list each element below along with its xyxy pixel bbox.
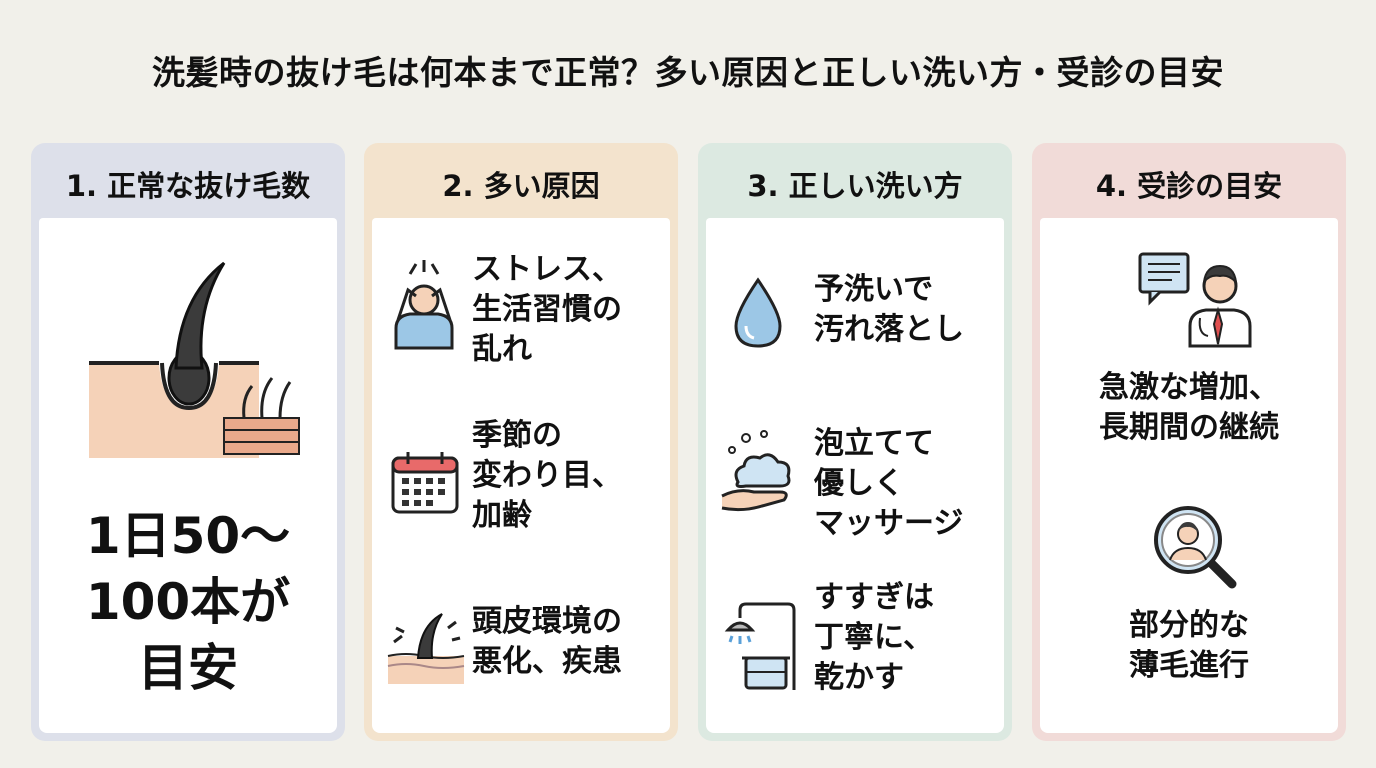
card-washing: 3. 正しい洗い方 予洗いで 汚れ落とし 泡立てて 優しく マッサージ xyxy=(698,143,1012,741)
card-body: ストレス、 生活習慣の 乱れ 季節の 変わり目、 加齢 xyxy=(372,218,670,733)
water-drop-icon xyxy=(734,277,782,348)
card-heading: 1. 正常な抜け毛数 xyxy=(65,169,311,203)
card-causes: 2. 多い原因 ストレス、 生活習慣の 乱れ 季 xyxy=(364,143,678,741)
text-line: 丁寧に、 xyxy=(814,620,934,655)
text-line: 優しく xyxy=(814,466,904,501)
card-heading: 2. 多い原因 xyxy=(442,169,600,203)
cause-season-text: 季節の 変わり目、 加齢 xyxy=(472,416,622,536)
text-line: ストレス、 xyxy=(472,252,622,287)
card-body: 1日50～ 100本が 目安 xyxy=(39,218,337,733)
cause-scalp-text: 頭皮環境の 悪化、疾患 xyxy=(472,602,622,682)
big-line: 100本が xyxy=(85,573,291,631)
magnifier-person-icon xyxy=(1154,506,1237,589)
card-heading: 3. 正しい洗い方 xyxy=(747,169,963,203)
card-body: 予洗いで 汚れ落とし 泡立てて 優しく マッサージ す xyxy=(706,218,1004,733)
text-line: 変わり目、 xyxy=(472,458,622,493)
stressed-person-icon xyxy=(394,260,454,350)
text-line: 生活習慣の xyxy=(472,292,622,327)
text-line: 長期間の継続 xyxy=(1099,410,1279,445)
cause-stress-text: ストレス、 生活習慣の 乱れ xyxy=(472,250,622,370)
normal-count-text: 1日50～ 100本が 目安 xyxy=(39,503,337,701)
foam-hand-icon xyxy=(721,430,791,512)
text-line: 薄毛進行 xyxy=(1129,648,1249,683)
text-line: 乾かす xyxy=(814,660,904,695)
text-line: 季節の xyxy=(472,418,562,453)
big-line: 目安 xyxy=(138,639,238,697)
text-line: 頭皮環境の xyxy=(472,604,622,639)
text-line: 乱れ xyxy=(472,332,532,367)
card-body: 急激な増加、 長期間の継続 部分的な 薄毛進行 xyxy=(1040,218,1338,733)
big-line: 1日50～ xyxy=(85,507,291,565)
text-line: 加齢 xyxy=(472,498,532,533)
calendar-icon xyxy=(391,452,459,514)
consult-thinning-text: 部分的な 薄毛進行 xyxy=(1040,606,1338,686)
text-line: 悪化、疾患 xyxy=(472,644,622,679)
text-line: 部分的な xyxy=(1129,608,1249,643)
card-consult: 4. 受診の目安 急激な増加、 長期間の継続 部分的な xyxy=(1032,143,1346,741)
wash-lather-text: 泡立てて 優しく マッサージ xyxy=(814,424,963,544)
card-normal-hair-loss: 1. 正常な抜け毛数 1日50～ 100本が 目安 xyxy=(31,143,345,741)
scalp-hair-icon xyxy=(387,613,465,684)
shower-towel-icon xyxy=(724,602,796,690)
text-line: すすぎは xyxy=(814,580,934,615)
text-line: 急激な増加、 xyxy=(1099,370,1279,405)
wash-rinse-text: すすぎは 丁寧に、 乾かす xyxy=(814,578,934,698)
consult-sudden-text: 急激な増加、 長期間の継続 xyxy=(1040,368,1338,448)
wash-prerinse-text: 予洗いで 汚れ落とし xyxy=(814,270,964,350)
text-line: マッサージ xyxy=(814,506,964,541)
page-title: 洗髪時の抜け毛は何本まで正常？多い原因と正しい洗い方・受診の目安 xyxy=(152,53,1224,92)
text-line: 予洗いで xyxy=(814,272,934,307)
text-line: 泡立てて xyxy=(814,426,934,461)
hair-follicle-icon xyxy=(89,261,300,458)
doctor-consult-icon xyxy=(1138,252,1252,348)
text-line: 汚れ落とし xyxy=(814,312,964,347)
card-heading: 4. 受診の目安 xyxy=(1095,169,1283,203)
